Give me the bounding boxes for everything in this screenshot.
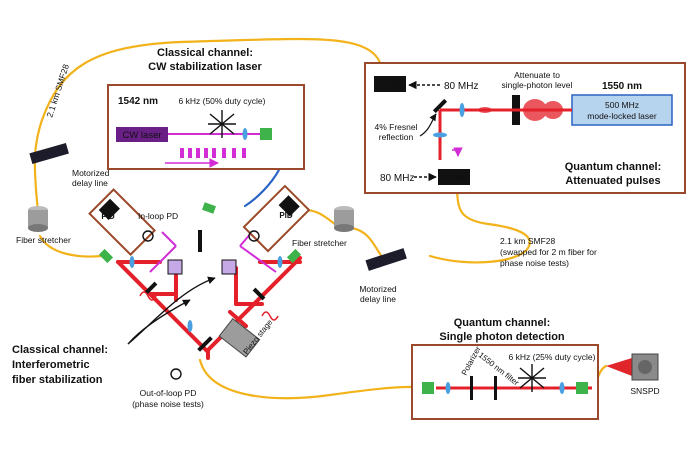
- fresnel-line-2: reflection: [379, 132, 414, 142]
- waveplate-group: [129, 256, 283, 332]
- wavelength-1542: 1542 nm: [118, 96, 158, 107]
- lens-top: [459, 103, 465, 117]
- motorized-delay-right: [365, 248, 407, 271]
- quantum-detect-sub: Single photon detection: [439, 331, 565, 343]
- beamsplitter-top: [432, 98, 448, 114]
- fiber-stretcher-right: [334, 206, 354, 232]
- fiber-smf-right: [428, 188, 531, 264]
- fiber-coupler-detect-in: [422, 382, 434, 394]
- fiber-stretcher-right-label: Fiber stretcher: [292, 238, 347, 248]
- piezo-stage: [218, 317, 261, 358]
- pulse-marker-right: [261, 311, 279, 321]
- smf-right-1: 2.1 km SMF28: [500, 236, 556, 246]
- filter-1550: [494, 376, 497, 400]
- ml-laser-line-2: mode-locked laser: [587, 111, 657, 121]
- out-loop-pd-2: (phase noise tests): [132, 399, 204, 409]
- chopper-cw-label: 6 kHz (50% duty cycle): [179, 96, 266, 106]
- polarizer: [470, 376, 473, 400]
- snspd-device: [631, 353, 659, 381]
- fiber-stretcher-left: [28, 206, 48, 232]
- fiber-smf-left: [33, 37, 385, 214]
- bs-lower-right: [252, 287, 266, 301]
- output-mirror: [197, 336, 213, 352]
- cw-laser: [116, 127, 168, 142]
- fresnel-line-1: 4% Fresnel: [375, 122, 418, 132]
- in-loop-photodiode: [142, 230, 154, 242]
- motorized-delay-right-2: delay line: [360, 294, 396, 304]
- motorized-delay-left: [29, 142, 69, 165]
- collimator-group: [98, 202, 302, 264]
- smf-right-3: phase noise tests): [500, 258, 569, 268]
- cw-modulation-trace: [180, 148, 246, 158]
- pid-left-label: PID: [101, 212, 115, 221]
- aom-top-label: AOM: [380, 80, 401, 90]
- detection-box: [411, 344, 599, 420]
- lens-mid: [433, 132, 447, 138]
- classical-interf-title: Classical channel:: [12, 344, 108, 356]
- lens-cw: [242, 128, 248, 140]
- mhz-top: 80 MHz: [444, 81, 478, 92]
- motorized-delay-left-2: delay line: [72, 178, 108, 188]
- cw-laser-label: CW laser: [122, 130, 161, 141]
- smf-right-2: (swapped for 2 m fiber for: [500, 247, 597, 257]
- wavelength-1550: 1550 nm: [602, 81, 642, 92]
- chopper-wheel-detect: [518, 364, 546, 392]
- motorized-delay-left-1: Motorized: [72, 168, 110, 178]
- right-photodiode: [248, 230, 260, 242]
- fiber-to-detection: [198, 358, 432, 400]
- free-space-beams: [116, 256, 302, 360]
- attenuate-line-1: Attenuate to: [514, 70, 560, 80]
- quantum-pulses-sub: Attenuated pulses: [565, 175, 660, 187]
- aom-top: [374, 76, 406, 92]
- aom-bottom-label: AOM: [444, 173, 465, 183]
- fiber-stretcher-left-label: Fiber stretcher: [16, 235, 71, 245]
- mode-locked-laser: [571, 94, 673, 126]
- polarizing-bs-left: [167, 259, 183, 275]
- pid-right-label: PID: [279, 211, 293, 220]
- ml-laser-line-1: 500 MHz: [605, 100, 639, 110]
- out-of-loop-photodiode: [170, 368, 182, 380]
- chopper-detect-label: 6 kHz (25% duty cycle): [509, 352, 596, 362]
- mhz-bottom: 80 MHz: [380, 173, 414, 184]
- polarizing-bs-right: [221, 259, 237, 275]
- pulse-marker-left: [139, 291, 157, 301]
- quantum-pulses-title: Quantum channel:: [565, 161, 662, 173]
- in-loop-pd-label: In-loop PD: [138, 211, 178, 221]
- motorized-delay-right-1: Motorized: [359, 284, 397, 294]
- center-mirror: [198, 230, 202, 252]
- pulse-train: [478, 99, 563, 121]
- aom-bottom: [438, 169, 470, 185]
- snspd-label: SNSPD: [630, 386, 659, 396]
- lens-detect-1: [445, 382, 451, 394]
- fiber-left-to-interferometer: [38, 234, 104, 258]
- pid-module-right: [242, 184, 311, 253]
- quantum-detect-title: Quantum channel:: [454, 317, 551, 329]
- classical-interf-sub-1: Interferometric: [12, 359, 90, 371]
- classical-cw-title: Classical channel:: [157, 47, 253, 59]
- fiber-detection-end: [596, 364, 608, 379]
- smf-left-label: 2.1 km SMF28: [44, 63, 71, 119]
- classical-interf-sub-2: fiber stabilization: [12, 374, 103, 386]
- lens-detect-2: [559, 382, 565, 394]
- out-loop-pd-1: Out-of-loop PD: [140, 388, 197, 398]
- attenuate-line-2: single-photon level: [502, 80, 573, 90]
- snspd-cone: [606, 358, 632, 376]
- pid-module-left: [88, 188, 157, 257]
- fiber-coupler-cw: [260, 128, 272, 140]
- cw-beams: [149, 231, 277, 273]
- bs-lower-left: [144, 281, 158, 295]
- chopper-wheel-cw: [208, 110, 236, 138]
- classical-cw-sub: CW stabilization laser: [148, 61, 262, 73]
- fiber-coupler-detect-out: [576, 382, 588, 394]
